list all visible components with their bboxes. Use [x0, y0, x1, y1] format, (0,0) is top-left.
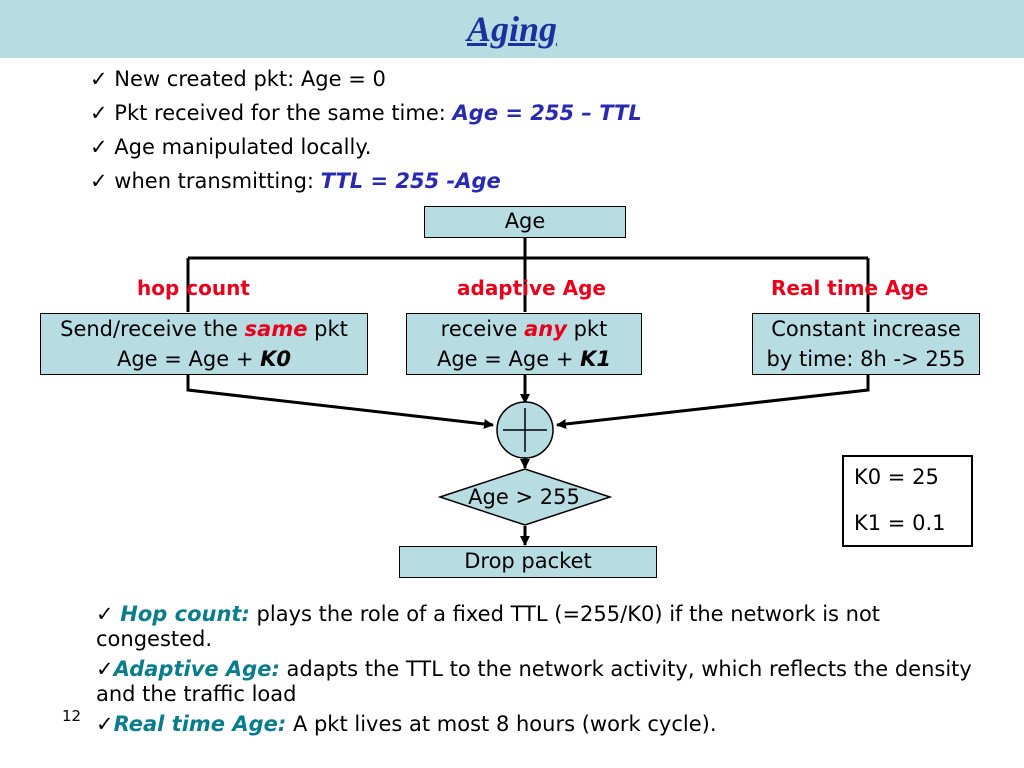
box-line: Constant increase	[771, 317, 961, 341]
branch-label-hop-count: hop count	[137, 276, 250, 300]
note-text: adapts the TTL to the network activity, …	[96, 657, 972, 706]
check-icon: ✓	[90, 67, 108, 91]
note-term: Adaptive Age:	[113, 657, 280, 681]
slide-number: 12	[62, 707, 82, 725]
note-item: ✓Adaptive Age: adapts the TTL to the net…	[96, 657, 976, 707]
bullet-text: Age manipulated locally.	[114, 135, 372, 159]
note-term: Real time Age:	[113, 712, 287, 736]
decision-label: Age > 255	[468, 485, 580, 509]
note-term: Hop count:	[120, 602, 250, 626]
age-box-label: Age	[504, 209, 546, 233]
note-text: A pkt lives at most 8 hours (work cycle)…	[286, 712, 717, 736]
bullet-formula: Age = 255 – TTL	[452, 101, 642, 125]
note-text: plays the role of a fixed TTL (=255/K0) …	[96, 602, 881, 651]
hop-count-box: Send/receive the same pkt Age = Age + K0	[40, 313, 368, 375]
age-box: Age	[424, 206, 626, 238]
bullet-item: ✓ Pkt received for the same time: Age = …	[90, 96, 642, 130]
box-emphasis: same	[244, 317, 308, 341]
bullet-item: ✓ Age manipulated locally.	[90, 130, 642, 164]
box-line: Age = Age + K0	[41, 344, 367, 374]
notes: ✓ Hop count: plays the role of a fixed T…	[96, 602, 976, 742]
check-icon: ✓	[96, 657, 114, 681]
constant-k1: K1	[580, 347, 611, 371]
bullet-text: Pkt received for the same time:	[114, 101, 453, 125]
constants-box: K0 = 25 K1 = 0.1	[842, 455, 973, 547]
box-line: Age = Age + K1	[407, 344, 641, 374]
check-icon: ✓	[90, 135, 108, 159]
box-emphasis: any	[524, 317, 567, 341]
box-text: Send/receive the	[60, 317, 245, 341]
note-item: ✓ Hop count: plays the role of a fixed T…	[96, 602, 976, 652]
bullet-item: ✓ New created pkt: Age = 0	[90, 62, 642, 96]
constant-k0: K0	[260, 347, 291, 371]
bullet-text: New created pkt: Age = 0	[114, 67, 386, 91]
slide-title: Aging	[466, 9, 558, 49]
connector-arrow	[186, 375, 494, 429]
bullet-text: when transmitting:	[114, 169, 321, 193]
drop-packet-box: Drop packet	[399, 546, 657, 578]
adaptive-age-box: receive any pkt Age = Age + K1	[406, 313, 642, 375]
branch-label-real-time-age: Real time Age	[771, 276, 929, 300]
box-line: by time: 8h -> 255	[766, 347, 966, 371]
box-line: receive any pkt	[407, 314, 641, 344]
real-time-age-box: Constant increase by time: 8h -> 255	[752, 313, 980, 375]
sum-junction-icon	[496, 401, 554, 459]
box-text: Age = Age +	[116, 347, 261, 371]
bullet-list: ✓ New created pkt: Age = 0 ✓ Pkt receive…	[90, 62, 642, 198]
title-bar	[0, 0, 1024, 58]
constant-k0-value: K0 = 25	[854, 465, 939, 489]
check-icon: ✓	[96, 712, 114, 736]
box-text: receive	[440, 317, 525, 341]
box-text: pkt	[566, 317, 608, 341]
note-item: ✓Real time Age: A pkt lives at most 8 ho…	[96, 712, 976, 737]
check-icon: ✓	[90, 101, 108, 125]
bullet-item: ✓ when transmitting: TTL = 255 -Age	[90, 164, 642, 198]
constant-k1-value: K1 = 0.1	[854, 511, 946, 535]
box-line: Send/receive the same pkt	[41, 314, 367, 344]
drop-packet-label: Drop packet	[464, 549, 592, 573]
check-icon: ✓	[90, 169, 108, 193]
box-text: Age = Age +	[436, 347, 581, 371]
bullet-formula: TTL = 255 -Age	[320, 169, 501, 193]
box-text: pkt	[307, 317, 348, 341]
check-icon: ✓	[96, 602, 114, 626]
branch-label-adaptive-age: adaptive Age	[457, 276, 606, 300]
connector-arrow	[556, 375, 870, 429]
decision-diamond	[437, 468, 613, 526]
